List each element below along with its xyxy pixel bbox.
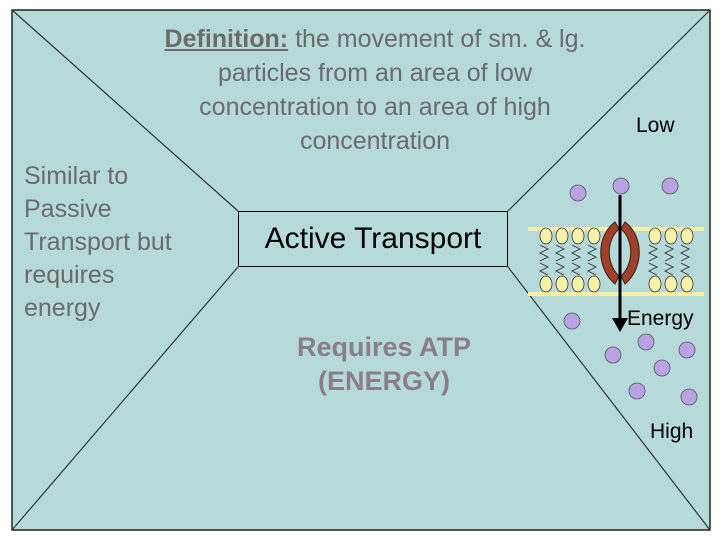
requires-atp-line1: Requires ATP	[296, 332, 472, 362]
phospholipid-tails	[538, 244, 691, 276]
high-label: High	[650, 420, 694, 443]
protein-channel-right	[620, 221, 640, 285]
diagonal-line	[11, 9, 239, 212]
similar-to-passive-text: Similar to Passive Transport but require…	[24, 162, 172, 322]
diagonal-line	[507, 9, 711, 212]
membrane-diagram	[528, 177, 704, 406]
phospholipid-heads-bottom-right	[648, 275, 694, 293]
phospholipid-heads-top-right	[648, 227, 694, 245]
definition-text: Definition: the movement of sm. & lg. pa…	[160, 22, 590, 158]
definition-body: the movement of sm. & lg. particles from…	[199, 25, 586, 155]
center-title-box: Active Transport	[238, 211, 508, 267]
arrow-head-icon	[612, 318, 628, 332]
center-title: Active Transport	[264, 222, 482, 255]
energy-label: Energy	[627, 307, 694, 330]
particles-low	[569, 177, 679, 202]
protein-channel-left	[600, 221, 620, 285]
diagonal-line	[507, 266, 711, 531]
particles-high	[563, 312, 698, 406]
requires-atp-text: Requires ATP (ENERGY)	[256, 330, 512, 398]
membrane-band	[528, 292, 704, 296]
definition-label: Definition:	[164, 25, 289, 53]
phospholipid-heads-bottom-left	[539, 275, 601, 293]
low-label: Low	[636, 114, 675, 137]
background-panel	[11, 9, 711, 531]
diagonal-line	[11, 266, 239, 531]
phospholipid-heads-top-left	[539, 227, 601, 245]
requires-atp-line2: (ENERGY)	[317, 366, 450, 396]
